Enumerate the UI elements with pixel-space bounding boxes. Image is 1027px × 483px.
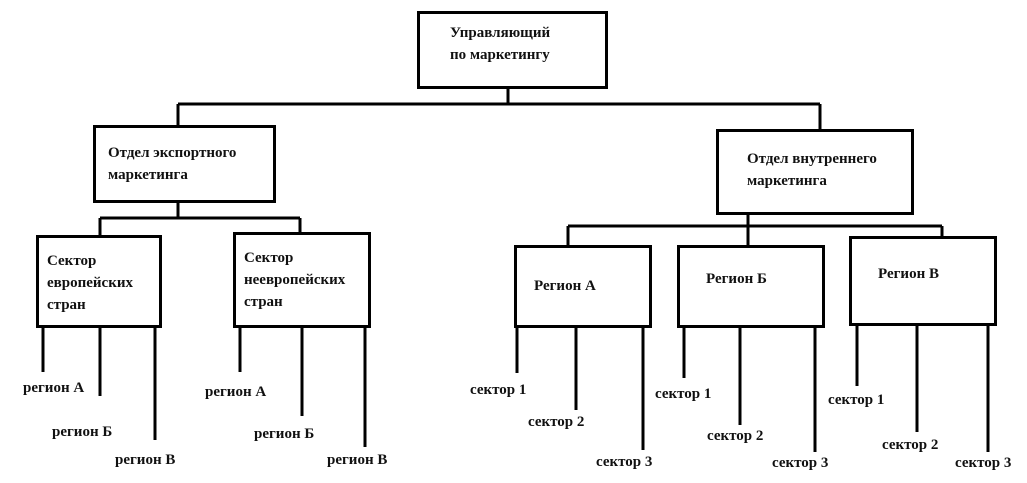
region-v-sector1-label: сектор 1: [828, 392, 885, 408]
noneu-region-a-label: регион А: [205, 384, 267, 400]
noneu-region-b-label: регион Б: [254, 426, 315, 442]
region-b-sector2-label: сектор 2: [707, 428, 764, 444]
sector-european-box: Сектор европейских стран: [36, 235, 162, 328]
region-a-sector3-label: сектор 3: [596, 454, 653, 470]
sector-european-line3: стран: [47, 297, 86, 313]
region-b-sector1-label: сектор 1: [655, 386, 712, 402]
root-box: Управляющий по маркетингу: [417, 11, 608, 89]
region-v-box: Регион В: [849, 236, 997, 326]
region-v-sector2-label: сектор 2: [882, 437, 939, 453]
region-v-sector3-label: сектор 3: [955, 455, 1012, 471]
export-dept-line2: маркетинга: [108, 167, 188, 183]
sector-european-line1: Сектор: [47, 253, 97, 269]
root-label-line2: по маркетингу: [450, 47, 550, 63]
region-a-sector1-label: сектор 1: [470, 382, 527, 398]
eu-region-a-label: регион А: [23, 380, 85, 396]
root-label-line1: Управляющий: [450, 25, 551, 41]
sector-noneuropean-line1: Сектор: [244, 250, 294, 266]
region-b-box: Регион Б: [677, 245, 825, 328]
region-a-box: Регион А: [514, 245, 652, 328]
domestic-dept-line1: Отдел внутреннего: [747, 151, 877, 167]
export-dept-box: Отдел экспортного маркетинга: [93, 125, 276, 203]
domestic-dept-line2: маркетинга: [747, 173, 827, 189]
sector-noneuropean-line3: стран: [244, 294, 283, 310]
sector-noneuropean-line2: неевропейских: [244, 272, 346, 288]
region-a-sector2-label: сектор 2: [528, 414, 585, 430]
noneu-region-v-label: регион В: [327, 452, 388, 468]
region-b-label: Регион Б: [706, 271, 767, 287]
domestic-dept-box: Отдел внутреннего маркетинга: [716, 129, 914, 215]
export-dept-line1: Отдел экспортного: [108, 145, 237, 161]
region-b-sector3-label: сектор 3: [772, 455, 829, 471]
region-v-label: Регион В: [878, 266, 939, 282]
eu-region-b-label: регион Б: [52, 424, 113, 440]
eu-region-v-label: регион В: [115, 452, 176, 468]
sector-european-line2: европейских: [47, 275, 133, 291]
region-a-label: Регион А: [534, 278, 596, 294]
sector-noneuropean-box: Сектор неевропейских стран: [233, 232, 371, 328]
